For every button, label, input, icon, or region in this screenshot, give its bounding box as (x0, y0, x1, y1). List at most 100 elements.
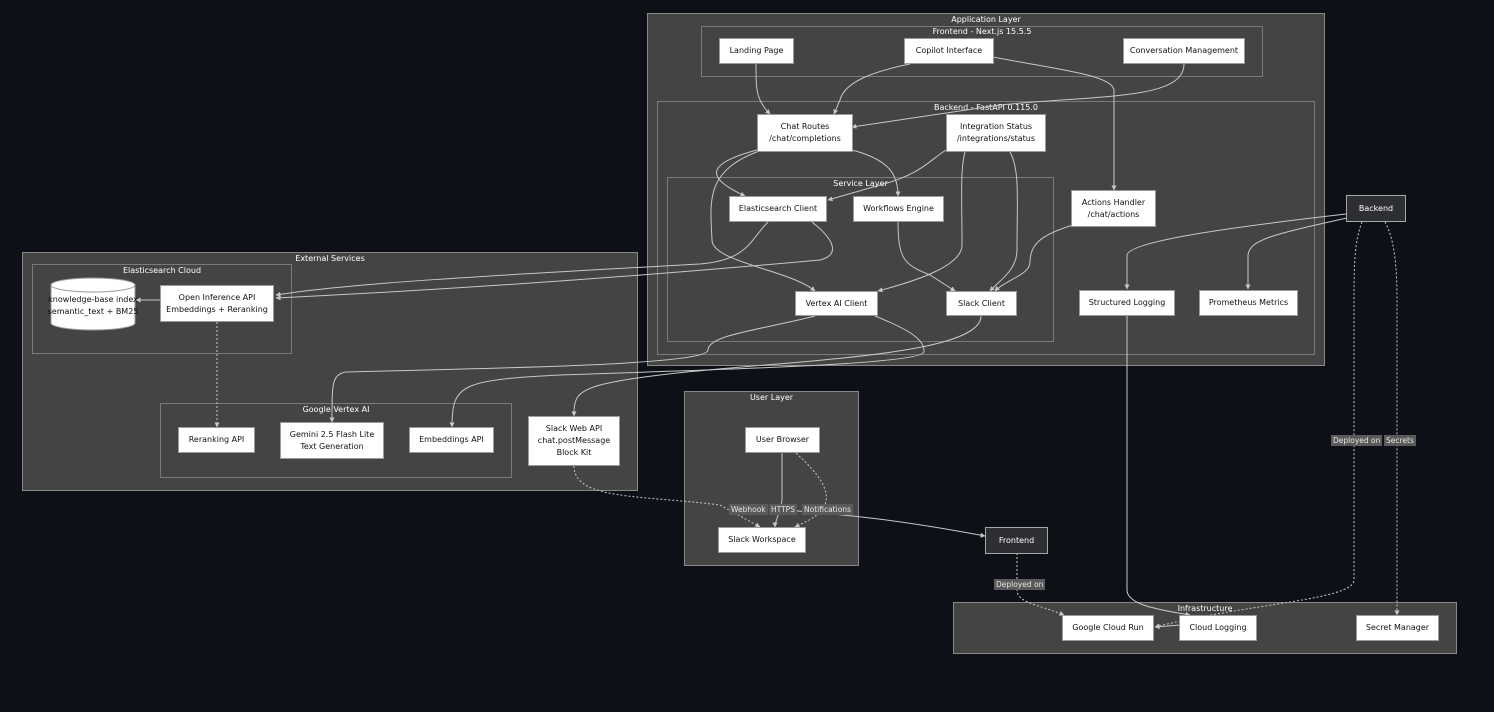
node-slack-workspace: Slack Workspace (718, 527, 806, 553)
node-label: /integrations/status (956, 134, 1036, 143)
edge-slack-to-webapi (571, 315, 982, 417)
edge-es-to-inference (275, 221, 769, 297)
node-label: Prometheus Metrics (1208, 298, 1289, 307)
node-label: User Browser (755, 435, 810, 444)
edge-browser-notifications (794, 452, 827, 528)
node-vertex-ai-client: Vertex AI Client (795, 291, 878, 316)
node-knowledge-base (50, 277, 136, 331)
node-label: Secret Manager (1365, 623, 1430, 632)
node-actions-handler: Actions Handler /chat/actions (1071, 190, 1156, 227)
edge-label-deployed-on-frontend: Deployed on (994, 579, 1046, 590)
node-label: Conversation Management (1129, 46, 1239, 55)
cluster-application-layer-title: Application Layer (951, 15, 1021, 24)
cluster-service-layer: Service Layer (667, 177, 1054, 342)
edge-vertex-to-embeddings (449, 315, 925, 428)
edge-label-secrets: Secrets (1384, 435, 1416, 446)
node-label: Block Kit (556, 448, 592, 457)
node-slack-web-api: Slack Web API chat.postMessage Block Kit (528, 416, 620, 466)
cluster-external-services-title: External Services (295, 254, 365, 263)
node-label: Workflows Engine (863, 204, 934, 213)
edge-actions-to-slack (994, 224, 1074, 292)
edge-webapi-to-workspace (573, 465, 761, 528)
node-label: Slack Web API (545, 424, 603, 433)
node-label: Actions Handler (1081, 197, 1146, 207)
node-integration-status: Integration Status /integrations/status (946, 114, 1046, 152)
node-label: semantic_text + BM25 (47, 307, 139, 316)
edge-chat-to-vertex (710, 149, 816, 292)
node-label: chat.postMessage (537, 436, 611, 445)
node-label: Frontend (998, 535, 1035, 545)
edge-label-notifications: Notifications (802, 504, 853, 515)
node-google-cloud-run: Google Cloud Run (1062, 615, 1154, 641)
edge-label-deployed-on-backend: Deployed on (1331, 435, 1383, 446)
node-frontend-ref: Frontend (985, 527, 1048, 554)
edge-frontend-to-cloudrun (1016, 553, 1065, 616)
edge-copilot-to-actions (992, 56, 1117, 191)
node-label: Structured Logging (1088, 298, 1166, 307)
node-secret-manager: Secret Manager (1356, 615, 1439, 641)
cluster-frontend-title: Frontend - Next.js 15.5.5 (932, 27, 1032, 36)
edge-backend-to-secrets (1384, 221, 1400, 616)
cluster-elasticsearch-cloud-title: Elasticsearch Cloud (122, 266, 202, 275)
cluster-google-vertex-ai-title: Google Vertex AI (302, 405, 370, 414)
node-gemini: Gemini 2.5 Flash Lite Text Generation (280, 422, 384, 459)
edge-conversation-to-chat (851, 63, 1185, 129)
edge-browser-to-workspace-https (772, 453, 783, 528)
node-label: Slack Client (958, 298, 1005, 308)
edge-backend-to-prometheus (1245, 217, 1348, 290)
edge-copilot-to-chat (833, 63, 911, 115)
node-label: Landing Page (729, 46, 784, 55)
node-label: Copilot Interface (915, 46, 983, 55)
edge-integration-to-vertex (877, 151, 966, 293)
node-label: Open Inference API (178, 292, 256, 302)
node-chat-routes: Chat Routes /chat/completions (757, 114, 853, 152)
edge-label-webhook: Webhook (729, 504, 768, 515)
node-label: /chat/completions (769, 134, 841, 143)
cluster-frontend: Frontend - Next.js 15.5.5 (701, 26, 1263, 77)
edge-backend-to-logging (1124, 213, 1347, 290)
node-label: Gemini 2.5 Flash Lite (289, 429, 375, 439)
edge-vertex-to-gemini (329, 315, 816, 423)
node-elasticsearch-client: Elasticsearch Client (729, 196, 827, 222)
node-reranking-api: Reranking API (178, 427, 255, 453)
node-slack-client: Slack Client (946, 291, 1017, 316)
node-label: Integration Status (959, 122, 1033, 131)
node-label: Text Generation (300, 441, 364, 451)
edge-workflows-to-slack (897, 221, 956, 292)
node-label: Embeddings API (419, 435, 484, 444)
node-landing-page: Landing Page (719, 38, 794, 64)
node-label: Embeddings + Reranking (166, 304, 268, 314)
edge-chat-to-es (716, 149, 758, 197)
node-embeddings-api: Embeddings API (409, 427, 494, 453)
edge-landing-to-chat (755, 63, 771, 115)
cluster-google-vertex-ai: Google Vertex AI (160, 403, 512, 478)
edge-integration-to-es (827, 149, 947, 202)
node-label: /chat/actions (1087, 209, 1140, 219)
node-backend-ref: Backend (1346, 195, 1406, 222)
cluster-elasticsearch-cloud: Elasticsearch Cloud (32, 264, 292, 354)
node-label: Cloud Logging (1189, 623, 1247, 632)
node-structured-logging: Structured Logging (1079, 290, 1175, 316)
edge-chat-to-workflows (851, 149, 901, 197)
node-label: Reranking API (188, 435, 245, 444)
node-label: Backend (1358, 203, 1394, 213)
node-open-inference-api: Open Inference API Embeddings + Rerankin… (160, 285, 274, 322)
edge-integration-to-slack (989, 151, 1018, 292)
node-label: Google Cloud Run (1072, 623, 1144, 632)
node-label: knowledge-base index (48, 295, 138, 304)
edge-label-https: HTTPS (769, 504, 797, 515)
node-label: Slack Workspace (728, 535, 796, 544)
node-knowledge-base-label: knowledge-base index semantic_text + BM2… (47, 294, 139, 318)
node-workflows-engine: Workflows Engine (853, 196, 944, 222)
node-user-browser: User Browser (745, 427, 820, 453)
node-prometheus-metrics: Prometheus Metrics (1199, 290, 1298, 316)
cluster-infrastructure-title: Infrastructure (1177, 604, 1233, 613)
node-label: Chat Routes (780, 122, 830, 131)
edge-cloudlogging-to-cloudrun (1154, 624, 1181, 630)
node-label: Elasticsearch Client (738, 204, 818, 213)
node-label: Vertex AI Client (805, 298, 868, 308)
cluster-service-layer-title: Service Layer (833, 179, 888, 188)
node-conversation-management: Conversation Management (1123, 38, 1245, 64)
